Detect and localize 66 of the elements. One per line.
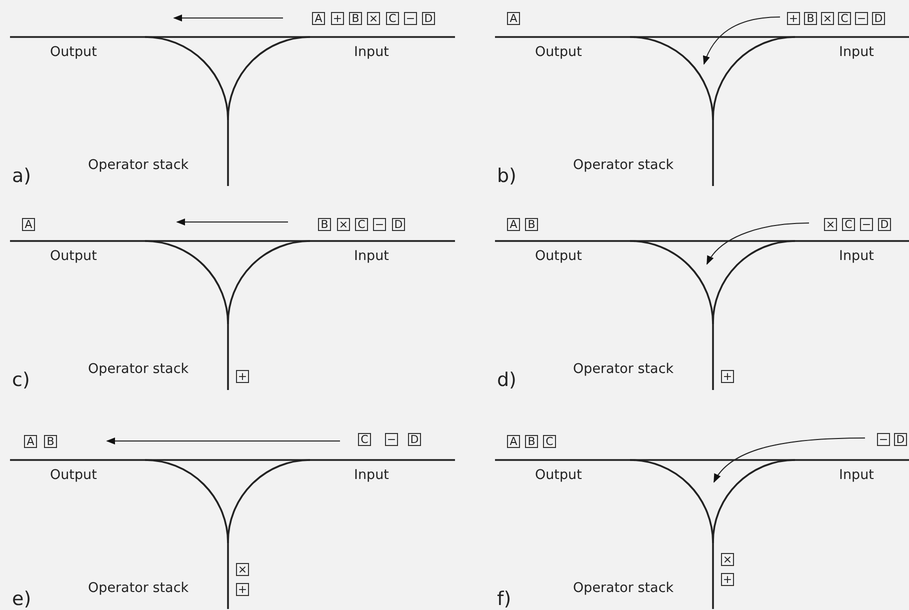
- token-box: ×: [721, 553, 734, 566]
- track-label: Input: [354, 468, 389, 483]
- token-box: B: [318, 218, 331, 231]
- token-box: +: [721, 370, 734, 383]
- track-label: Operator stack: [573, 581, 674, 596]
- panel-letter: f): [497, 589, 512, 610]
- track-label: Input: [839, 468, 874, 483]
- token-box: C: [543, 435, 556, 448]
- panel-letter: c): [12, 370, 30, 391]
- token-box: −: [385, 433, 398, 446]
- track-label: Output: [535, 45, 582, 60]
- panel-letter: d): [497, 370, 516, 391]
- token-box: +: [721, 573, 734, 586]
- token-box: B: [44, 435, 57, 448]
- token-box: A: [507, 12, 520, 25]
- token-box: C: [842, 218, 855, 231]
- token-box: C: [386, 12, 399, 25]
- token-box: C: [355, 218, 368, 231]
- track-label: Operator stack: [88, 158, 189, 173]
- token-box: −: [855, 12, 868, 25]
- track-label: Operator stack: [573, 362, 674, 377]
- token-box: ×: [337, 218, 350, 231]
- token-box: ×: [824, 218, 837, 231]
- token-box: ×: [236, 563, 249, 576]
- token-box: C: [358, 433, 371, 446]
- track-label: Input: [839, 249, 874, 264]
- token-box: +: [236, 583, 249, 596]
- token-box: A: [24, 435, 37, 448]
- panel-letter: a): [12, 166, 32, 187]
- token-box: D: [422, 12, 435, 25]
- token-box: C: [838, 12, 851, 25]
- track-label: Input: [354, 45, 389, 60]
- track-label: Input: [354, 249, 389, 264]
- track-label: Operator stack: [88, 362, 189, 377]
- token-box: A: [507, 218, 520, 231]
- token-box: +: [236, 370, 249, 383]
- token-box: D: [878, 218, 891, 231]
- token-box: B: [804, 12, 817, 25]
- token-box: D: [408, 433, 421, 446]
- token-box: −: [404, 12, 417, 25]
- token-box: A: [312, 12, 325, 25]
- token-box: ×: [367, 12, 380, 25]
- track-label: Operator stack: [573, 158, 674, 173]
- token-box: ×: [821, 12, 834, 25]
- track-label: Output: [50, 249, 97, 264]
- token-box: D: [872, 12, 885, 25]
- token-box: A: [22, 218, 35, 231]
- panel-letter: e): [12, 589, 32, 610]
- track-label: Output: [50, 468, 97, 483]
- track-label: Output: [535, 249, 582, 264]
- token-box: B: [349, 12, 362, 25]
- token-box: −: [860, 218, 873, 231]
- track-label: Input: [839, 45, 874, 60]
- token-box: B: [525, 218, 538, 231]
- token-box: D: [392, 218, 405, 231]
- token-box: A: [507, 435, 520, 448]
- token-box: +: [787, 12, 800, 25]
- track-label: Operator stack: [88, 581, 189, 596]
- track-label: Output: [535, 468, 582, 483]
- token-box: +: [331, 12, 344, 25]
- panel-letter: b): [497, 166, 516, 187]
- token-box: −: [877, 433, 890, 446]
- token-box: −: [373, 218, 386, 231]
- token-box: B: [525, 435, 538, 448]
- token-box: D: [894, 433, 907, 446]
- track-label: Output: [50, 45, 97, 60]
